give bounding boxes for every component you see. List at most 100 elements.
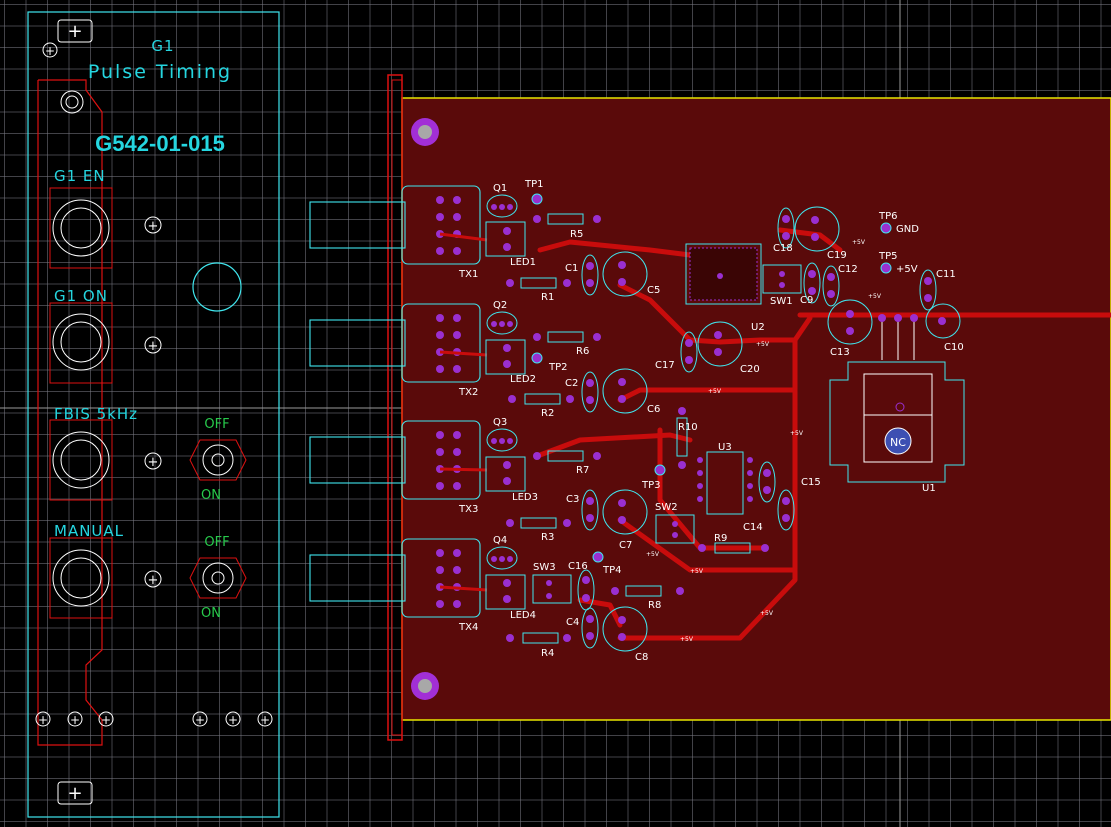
- ic-u1: NC: [829, 314, 965, 483]
- svg-text:C1: C1: [565, 263, 578, 274]
- svg-text:+5V: +5V: [756, 341, 770, 348]
- svg-text:Q4: Q4: [493, 535, 507, 546]
- svg-text:C7: C7: [619, 540, 632, 551]
- svg-text:R10: R10: [678, 422, 698, 433]
- svg-text:+5V: +5V: [790, 430, 804, 437]
- svg-text:+: +: [148, 455, 159, 470]
- ic-u3: [697, 451, 753, 515]
- panel-title: G1: [151, 37, 174, 55]
- svg-text:R7: R7: [576, 465, 589, 476]
- svg-text:Q1: Q1: [493, 183, 507, 194]
- svg-text:C5: C5: [647, 285, 660, 296]
- label-g1-en: G1 EN: [54, 167, 106, 185]
- svg-text:+: +: [148, 219, 159, 234]
- capacitor-outlines: [577, 206, 961, 652]
- bnc-connector-4: [49, 537, 113, 619]
- svg-text:C4: C4: [566, 617, 579, 628]
- svg-text:C15: C15: [801, 477, 821, 488]
- svg-text:+5V: +5V: [690, 568, 704, 575]
- svg-text:TP5: TP5: [878, 251, 898, 262]
- label-manual: MANUAL: [54, 522, 124, 540]
- svg-text:+5V: +5V: [868, 293, 882, 300]
- svg-text:GND: GND: [896, 224, 919, 235]
- resistor-outlines: [520, 213, 751, 644]
- svg-text:Q2: Q2: [493, 300, 507, 311]
- svg-text:R2: R2: [541, 408, 554, 419]
- svg-text:+: +: [45, 44, 55, 58]
- svg-text:TX1: TX1: [458, 269, 478, 280]
- svg-text:SW3: SW3: [533, 562, 556, 573]
- svg-text:C12: C12: [838, 264, 858, 275]
- label-fbis: FBIS 5kHz: [54, 405, 138, 423]
- svg-text:LED2: LED2: [510, 374, 536, 385]
- svg-text:+5V: +5V: [852, 239, 866, 246]
- svg-text:+5V: +5V: [896, 264, 918, 275]
- svg-text:R3: R3: [541, 532, 554, 543]
- svg-text:C19: C19: [827, 250, 847, 261]
- svg-text:TX4: TX4: [458, 622, 478, 633]
- svg-text:+: +: [70, 713, 80, 727]
- svg-text:ON: ON: [201, 488, 221, 503]
- svg-text:C3: C3: [566, 494, 579, 505]
- svg-text:C14: C14: [743, 522, 763, 533]
- svg-text:R8: R8: [648, 600, 661, 611]
- svg-text:C10: C10: [944, 342, 964, 353]
- bnc-connector-2: [49, 302, 113, 384]
- capacitor-pads: [582, 215, 946, 641]
- svg-text:C18: C18: [773, 243, 793, 254]
- svg-text:+: +: [148, 573, 159, 588]
- svg-text:TX2: TX2: [458, 387, 478, 398]
- svg-text:R9: R9: [714, 533, 727, 544]
- toggle-switch-1: OFF ON: [189, 417, 247, 503]
- nc-label: NC: [890, 436, 906, 449]
- mount-slot-icon: +: [67, 21, 82, 42]
- resistor-pads: [506, 215, 769, 642]
- svg-text:TP4: TP4: [602, 565, 622, 576]
- svg-text:C17: C17: [655, 360, 675, 371]
- svg-text:+5V: +5V: [680, 636, 694, 643]
- svg-text:C9: C9: [800, 295, 813, 306]
- test-point-pads: [531, 193, 892, 563]
- svg-text:OFF: OFF: [204, 417, 229, 432]
- ic-u2: [685, 243, 762, 305]
- svg-text:TP3: TP3: [641, 480, 661, 491]
- bnc-outlines: [309, 185, 481, 618]
- bnc-connector-1: [49, 187, 113, 269]
- svg-text:+: +: [228, 713, 238, 727]
- svg-text:C13: C13: [830, 347, 850, 358]
- bnc-tracks: [439, 232, 488, 592]
- svg-text:OFF: OFF: [204, 535, 229, 550]
- svg-text:Q3: Q3: [493, 417, 507, 428]
- svg-text:TX3: TX3: [458, 504, 478, 515]
- svg-text:U3: U3: [718, 442, 732, 453]
- svg-text:LED4: LED4: [510, 610, 536, 621]
- svg-text:+: +: [148, 339, 159, 354]
- switch-outlines: [532, 264, 802, 604]
- svg-text:C20: C20: [740, 364, 760, 375]
- pcb-board[interactable]: +5V +5V +5V +5V +5V +5V +5V +5V +5V: [309, 74, 1111, 741]
- svg-text:R4: R4: [541, 648, 554, 659]
- svg-text:LED3: LED3: [512, 492, 538, 503]
- svg-text:SW2: SW2: [655, 502, 678, 513]
- svg-text:+: +: [38, 713, 48, 727]
- svg-text:+5V: +5V: [708, 388, 722, 395]
- svg-text:+5V: +5V: [646, 551, 660, 558]
- label-g1-on: G1 ON: [54, 287, 108, 305]
- mount-slot-icon: +: [67, 783, 82, 804]
- svg-text:+: +: [195, 713, 205, 727]
- svg-text:TP6: TP6: [878, 211, 898, 222]
- led-hole-markers: [144, 216, 162, 588]
- part-number: G542-01-015: [95, 131, 225, 156]
- svg-text:C6: C6: [647, 404, 660, 415]
- svg-text:SW1: SW1: [770, 296, 793, 307]
- svg-text:+: +: [260, 713, 270, 727]
- svg-text:C8: C8: [635, 652, 648, 663]
- front-panel[interactable]: + + + G1 Pulse Timing G542-01-015 G1 EN …: [27, 11, 280, 818]
- svg-text:C11: C11: [936, 269, 956, 280]
- toggle-switch-2: OFF ON: [189, 535, 247, 621]
- svg-text:C16: C16: [568, 561, 588, 572]
- svg-text:+: +: [101, 713, 111, 727]
- panel-subtitle: Pulse Timing: [88, 61, 232, 83]
